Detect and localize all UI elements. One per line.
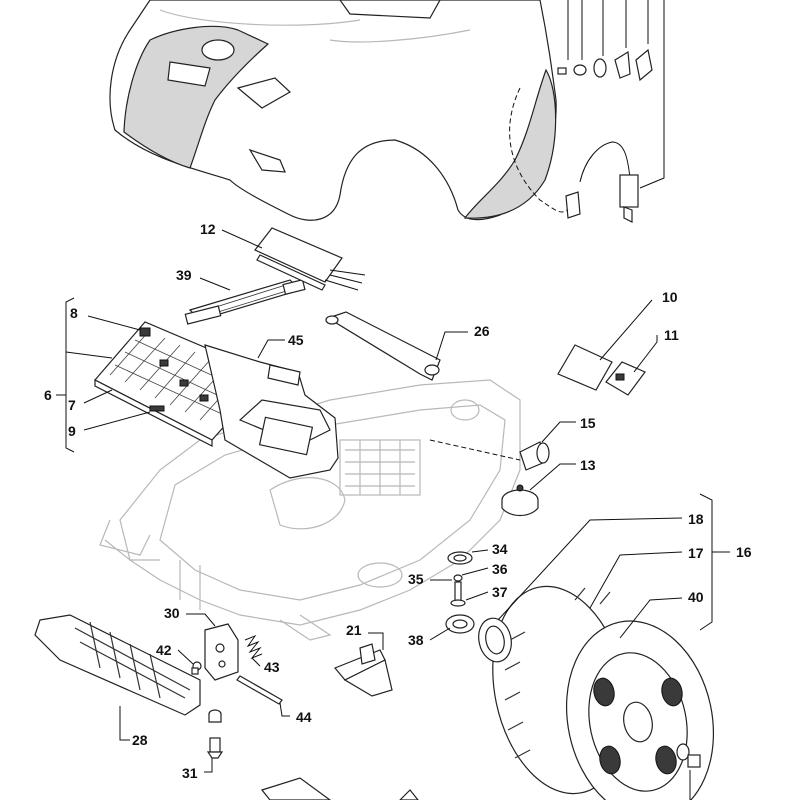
callout-31: 31 [182, 765, 198, 781]
callout-12: 12 [200, 221, 216, 237]
callout-21: 21 [346, 622, 362, 638]
callout-16: 16 [736, 544, 752, 560]
top-cover-panel [123, 25, 292, 169]
callout-30: 30 [164, 605, 180, 621]
blade-bottom [260, 777, 419, 800]
callout-15: 15 [580, 415, 596, 431]
clip-31 [206, 709, 224, 759]
callout-11: 11 [664, 327, 679, 343]
callout-10: 10 [662, 289, 678, 305]
callout-6: 6 [44, 387, 52, 403]
callout-7: 7 [68, 397, 76, 413]
callout-45: 45 [288, 332, 304, 348]
buzzer-13 [501, 484, 539, 517]
screw-42 [191, 661, 202, 675]
document-10 [557, 344, 613, 391]
callout-40: 40 [688, 589, 704, 605]
bracket-21 [334, 643, 393, 697]
callout-18: 18 [688, 511, 704, 527]
hinge-30 [204, 623, 239, 681]
callout-labels: 6 7 8 9 10 11 12 13 15 16 17 18 21 26 28… [44, 221, 752, 781]
callout-8: 8 [70, 305, 78, 321]
callout-42: 42 [156, 642, 172, 658]
flex-cable [184, 279, 306, 325]
callout-43: 43 [264, 659, 280, 675]
plug-15 [519, 441, 550, 471]
pin-44 [236, 675, 283, 705]
support-bar [325, 311, 441, 381]
callout-36: 36 [492, 561, 508, 577]
callout-35: 35 [408, 571, 424, 587]
wheel-bolt [676, 743, 701, 768]
sensor-cable [509, 87, 639, 223]
callout-28: 28 [132, 732, 148, 748]
board-tray [204, 344, 339, 479]
callout-44: 44 [296, 709, 312, 725]
callout-34: 34 [492, 541, 508, 557]
callout-9: 9 [68, 423, 76, 439]
gear-ring [478, 617, 512, 663]
callout-37: 37 [492, 584, 508, 600]
callout-38: 38 [408, 632, 424, 648]
top-right-fittings [557, 0, 665, 189]
spring-43 [244, 634, 263, 660]
callout-17: 17 [688, 545, 704, 561]
bearing-stack [445, 551, 475, 634]
leaders [56, 229, 730, 800]
side-skirt [339, 0, 557, 219]
display-module [254, 227, 366, 291]
module-11 [605, 361, 646, 396]
front-bumper-28 [34, 614, 201, 716]
callout-39: 39 [176, 267, 192, 283]
callout-26: 26 [474, 323, 490, 339]
wheel-assembly [492, 585, 715, 800]
callout-13: 13 [580, 457, 596, 473]
chassis-base [99, 379, 521, 641]
